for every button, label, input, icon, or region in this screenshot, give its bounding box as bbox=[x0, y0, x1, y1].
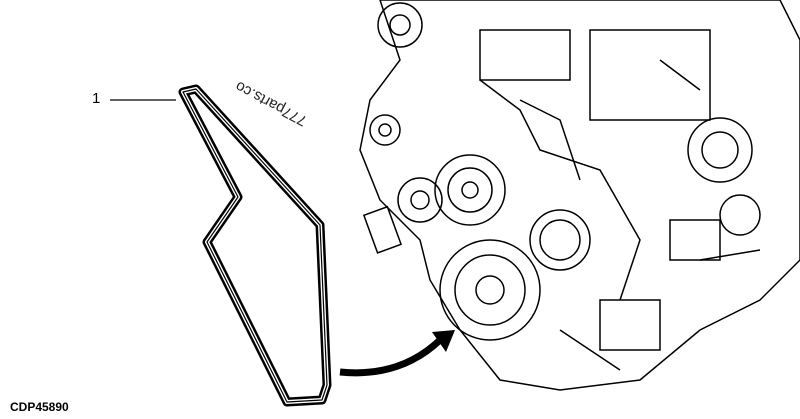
install-arrow bbox=[339, 330, 455, 377]
engine-illustration bbox=[359, 0, 800, 391]
callout-label: 1 bbox=[92, 90, 101, 107]
figure-code: CDP45890 bbox=[10, 400, 69, 414]
serpentine-belt bbox=[178, 84, 332, 407]
